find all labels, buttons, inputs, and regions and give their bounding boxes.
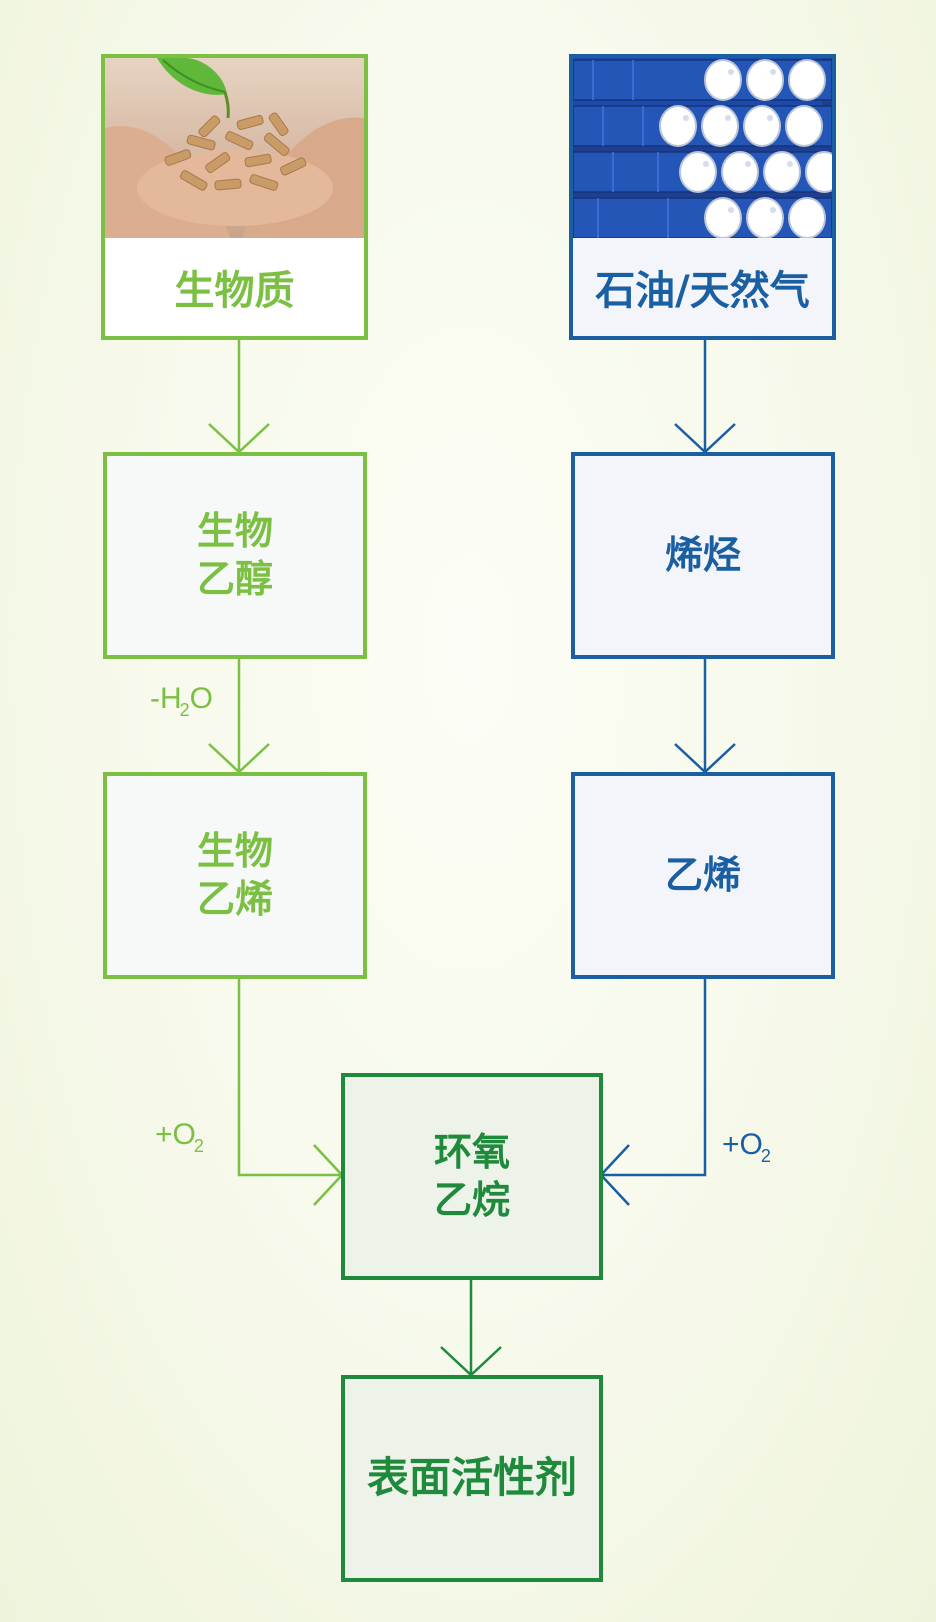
bioethanol-box: 生物 乙醇 [103,452,367,659]
surfactant-box: 表面活性剂 [341,1375,603,1582]
arrow-bioethanol-to-bioethylene [208,658,270,774]
bioethanol-label: 生物 乙醇 [196,509,273,601]
ethylene-box: 乙烯 [571,772,835,979]
hands-holding-wood-pellets-with-leaf-icon [105,58,364,238]
arrow-ethylene-to-ethylene-oxide [599,978,707,1206]
ethylene-oxide-box: 环氧 乙烷 [341,1073,603,1280]
arrow-biomass-to-bioethanol [208,338,270,454]
oxygen-note-left: +O2 [155,1118,204,1156]
biomass-source-box: 生物质 [101,54,368,340]
oil-drums-photo [573,58,832,238]
arrow-bioethylene-to-ethylene-oxide [237,978,344,1206]
petroleum-label: 石油/天然气 [595,268,810,314]
wood-pellets-photo [105,58,364,238]
surfactant-label: 表面活性剂 [366,1453,577,1503]
ethylene-label: 乙烯 [664,852,741,897]
arrow-olefin-to-ethylene [674,658,736,774]
olefin-box: 烯烃 [571,452,835,659]
olefin-label: 烯烃 [664,532,741,577]
stacked-blue-oil-drums-icon [573,58,832,238]
petroleum-source-box: 石油/天然气 [569,54,836,340]
bioethylene-label: 生物 乙烯 [196,829,273,921]
biomass-label: 生物质 [174,268,295,314]
arrow-ethylene-oxide-to-surfactant [440,1280,502,1377]
dehydration-note: -H2O [150,682,214,720]
oxygen-note-right: +O2 [722,1128,771,1166]
bioethylene-box: 生物 乙烯 [103,772,367,979]
ethylene-oxide-label: 环氧 乙烷 [433,1130,510,1222]
arrow-petroleum-to-olefin [674,338,736,454]
